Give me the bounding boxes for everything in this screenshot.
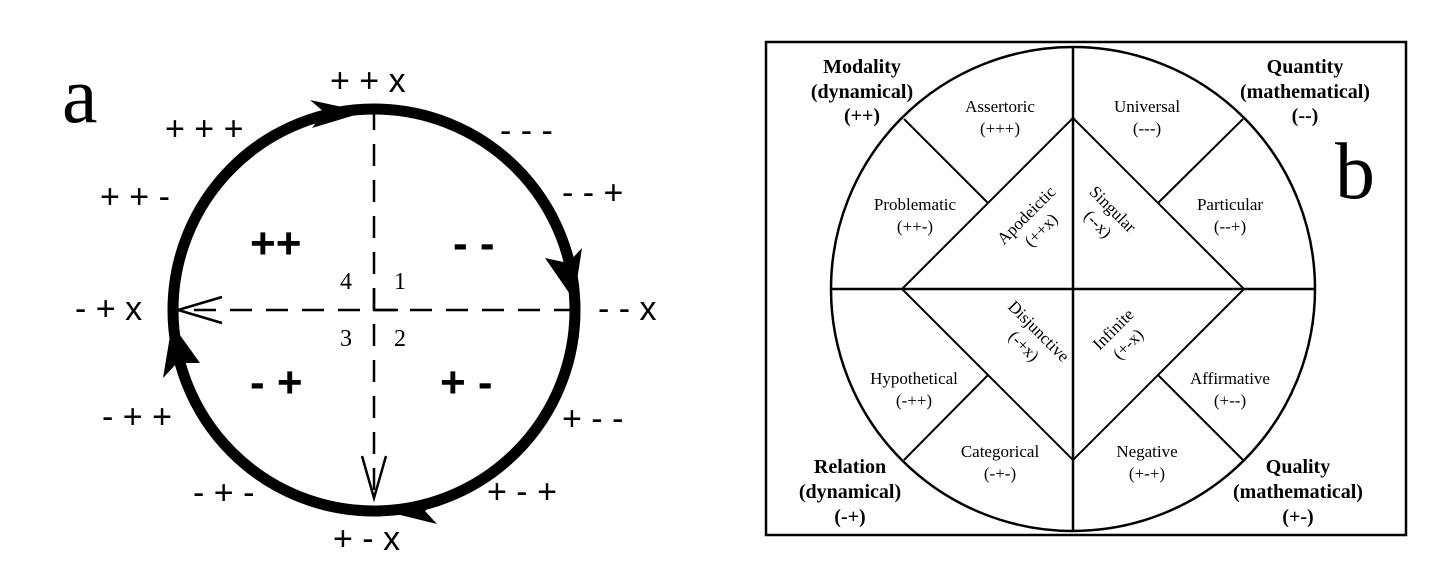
label-left-axis: - + x [75,290,142,328]
panel-a: a + + x + + + + + - - - - - - + - + x - … [62,52,657,558]
cell-hypothetical-signs: (-++) [896,391,932,410]
panel-b-letter: b [1335,128,1375,216]
label-top: + + x [330,62,406,100]
cell-categorical-signs: (-+-) [984,464,1016,483]
cell-categorical-label: Categorical [961,442,1040,461]
corner-quality: Quality (mathematical) (+-) [1233,456,1363,528]
cell-infinite: Infinite (+-x) [1089,305,1147,363]
cycle-arrow-right [545,248,582,300]
label-bottom: + - x [333,520,400,558]
cell-universal-label: Universal [1114,97,1180,116]
cycle-arrow-left [163,324,200,378]
cell-particular-signs: (--+) [1214,217,1246,236]
quadrant-lower-right-signs: + - [440,358,493,407]
corner-quantity-subtitle: (mathematical) [1240,81,1370,103]
cell-assertoric-label: Assertoric [965,97,1035,116]
quadrant-number-3: 3 [340,326,352,352]
corner-quantity-signs: (--) [1292,105,1319,127]
cell-singular: Singular (--x) [1080,182,1140,242]
divider-upper-left [903,118,989,204]
cell-universal-signs: (---) [1133,119,1161,138]
label-upper-right-2: - - + [562,174,623,212]
corner-relation-title: Relation [814,456,886,478]
corner-quality-signs: (+-) [1282,506,1313,528]
cycle-circle [167,103,581,517]
cell-affirmative-label: Affirmative [1190,369,1270,388]
corner-modality-signs: (++) [844,105,880,127]
cell-affirmative-signs: (+--) [1214,391,1246,410]
divider-lower-right [1157,374,1244,461]
panel-a-letter: a [62,52,98,140]
label-lower-right-2: + - + [487,473,557,511]
cycle-arrow-top [310,100,365,128]
label-upper-left-2: + + - [100,178,170,216]
corner-relation: Relation (dynamical) (-+) [799,456,901,528]
cell-apodeictic: Apodeictic (++x) [993,182,1061,251]
panel-b: b Modality (dynamical) (++) Quantity (ma… [764,40,1408,537]
corner-quality-subtitle: (mathematical) [1233,481,1363,503]
cell-negative-label: Negative [1116,442,1177,461]
cell-negative-signs: (+-+) [1129,464,1165,483]
label-lower-left-2: - + - [193,474,254,512]
quadrant-number-2: 2 [394,326,406,352]
panel-b-frame [764,40,1408,537]
quadrant-lower-left-signs: - + [250,358,303,407]
cell-disjunctive: Disjunctive (-+x) [1004,297,1073,366]
cycle-arrow-bottom [384,498,440,524]
corner-modality-subtitle: (dynamical) [811,81,913,103]
cell-hypothetical-label: Hypothetical [870,369,958,388]
corner-quality-title: Quality [1266,456,1330,478]
divider-upper-right [1157,118,1244,204]
label-right-axis: - - x [598,290,657,328]
label-upper-left-1: + + + [165,110,243,148]
cell-problematic-label: Problematic [874,195,957,214]
corner-quantity-title: Quantity [1267,56,1344,78]
corner-modality-title: Modality [823,56,901,78]
origin-corner [372,288,398,312]
corner-relation-signs: (-+) [834,506,865,528]
vertical-axis-arrowhead [360,455,388,503]
quadrant-upper-left-signs: ++ [250,219,301,268]
divider-lower-left [903,374,989,461]
label-upper-right-1: - - - [500,112,553,150]
corner-relation-subtitle: (dynamical) [799,481,901,503]
quadrant-upper-right-signs: - - [453,219,495,268]
quadrant-number-1: 1 [394,269,406,295]
cell-assertoric-signs: (+++) [980,119,1020,138]
corner-modality: Modality (dynamical) (++) [811,56,913,127]
cell-problematic-signs: (++-) [897,217,933,236]
inner-diamond [900,116,1246,462]
corner-quantity: Quantity (mathematical) (--) [1240,56,1370,127]
label-lower-right-1: + - - [562,400,623,438]
label-lower-left-1: - + + [102,398,172,436]
cell-particular-label: Particular [1197,195,1263,214]
quadrant-number-4: 4 [340,269,352,295]
